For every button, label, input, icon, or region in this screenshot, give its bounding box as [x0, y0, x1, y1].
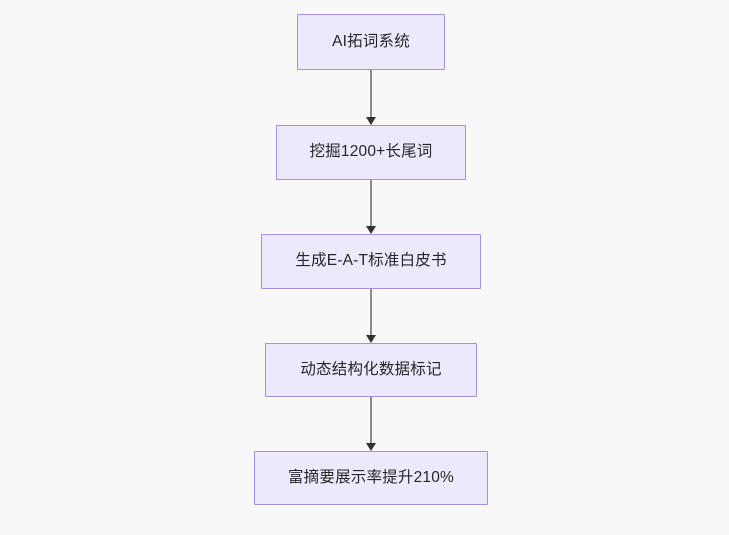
- arrow-down-icon: [366, 443, 376, 451]
- edge-line: [370, 289, 372, 335]
- flow-node-label: AI拓词系统: [332, 32, 410, 50]
- flow-node-label: 挖掘1200+长尾词: [309, 143, 433, 161]
- flow-node-label: 富摘要展示率提升210%: [287, 468, 455, 486]
- flow-node-ai-keyword-system[interactable]: AI拓词系统: [297, 14, 445, 70]
- flow-node-label: 动态结构化数据标记: [300, 360, 442, 378]
- flow-node-rich-snippet-impression-lift[interactable]: 富摘要展示率提升210%: [254, 451, 488, 505]
- edge-line: [370, 180, 372, 226]
- flow-node-mine-longtail-keywords[interactable]: 挖掘1200+长尾词: [276, 125, 466, 180]
- edge-line: [370, 70, 372, 117]
- flow-node-generate-eat-whitepaper[interactable]: 生成E-A-T标准白皮书: [261, 234, 481, 289]
- flow-node-dynamic-structured-data-markup[interactable]: 动态结构化数据标记: [265, 343, 477, 397]
- edge-line: [370, 397, 372, 443]
- flow-node-label: 生成E-A-T标准白皮书: [295, 252, 447, 270]
- arrow-down-icon: [366, 226, 376, 234]
- arrow-down-icon: [366, 335, 376, 343]
- arrow-down-icon: [366, 117, 376, 125]
